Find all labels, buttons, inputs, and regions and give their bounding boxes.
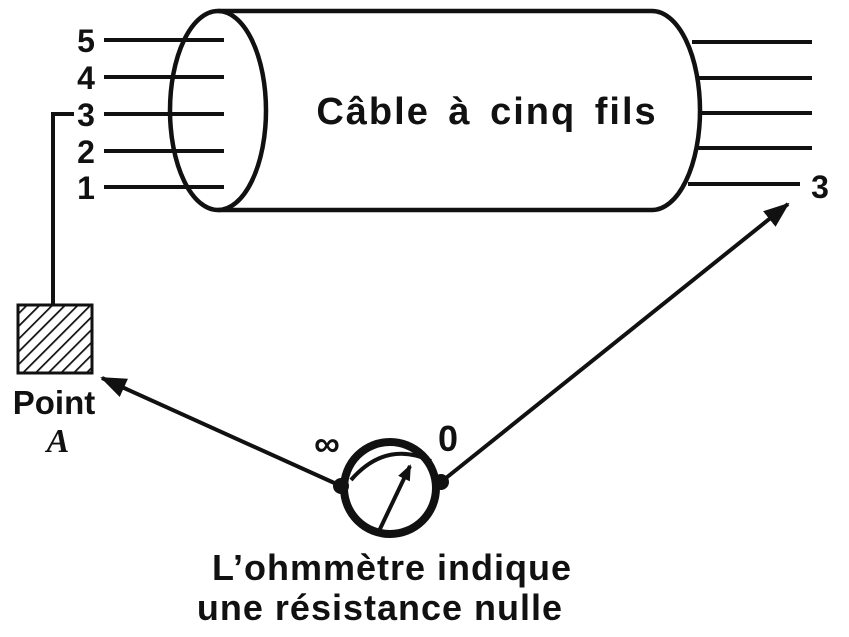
hook-line <box>51 112 74 305</box>
right-wire-label-3: 3 <box>811 169 829 205</box>
ohmmeter: ∞ 0 <box>314 418 458 538</box>
point-label: Point <box>13 384 95 421</box>
lead-to-point-a <box>100 376 342 488</box>
wire-label-5: 5 <box>77 23 95 59</box>
cable-title: Câble à cinq fils <box>316 91 657 133</box>
meter-terminal-left <box>333 478 349 494</box>
caption: L’ohmmètre indique une résistance nulle <box>197 547 572 628</box>
wire3-hook: Point A <box>13 112 95 460</box>
wire-label-2: 2 <box>77 134 95 170</box>
cable-cylinder: Câble à cinq fils <box>167 8 703 213</box>
meter-needle <box>377 464 412 532</box>
left-wires: 5 4 3 2 1 <box>77 23 224 206</box>
wire-label-3: 3 <box>77 97 95 133</box>
wire-label-1: 1 <box>77 170 95 206</box>
caption-line-2: une résistance nulle <box>197 587 563 628</box>
cylinder-body <box>218 8 703 213</box>
meter-scale-arc <box>349 451 432 482</box>
meter-leads <box>100 202 790 488</box>
zero-label: 0 <box>438 418 458 459</box>
infinity-label: ∞ <box>314 423 340 464</box>
lead-to-wire-3 <box>439 202 790 484</box>
meter-terminal-right <box>433 474 449 490</box>
right-wires: 3 <box>688 40 829 205</box>
caption-line-1: L’ohmmètre indique <box>212 547 572 588</box>
point-a-terminal-block <box>16 303 94 375</box>
cable-end-ellipse <box>167 8 269 213</box>
point-letter: A <box>45 423 70 460</box>
wire-label-4: 4 <box>77 60 95 96</box>
